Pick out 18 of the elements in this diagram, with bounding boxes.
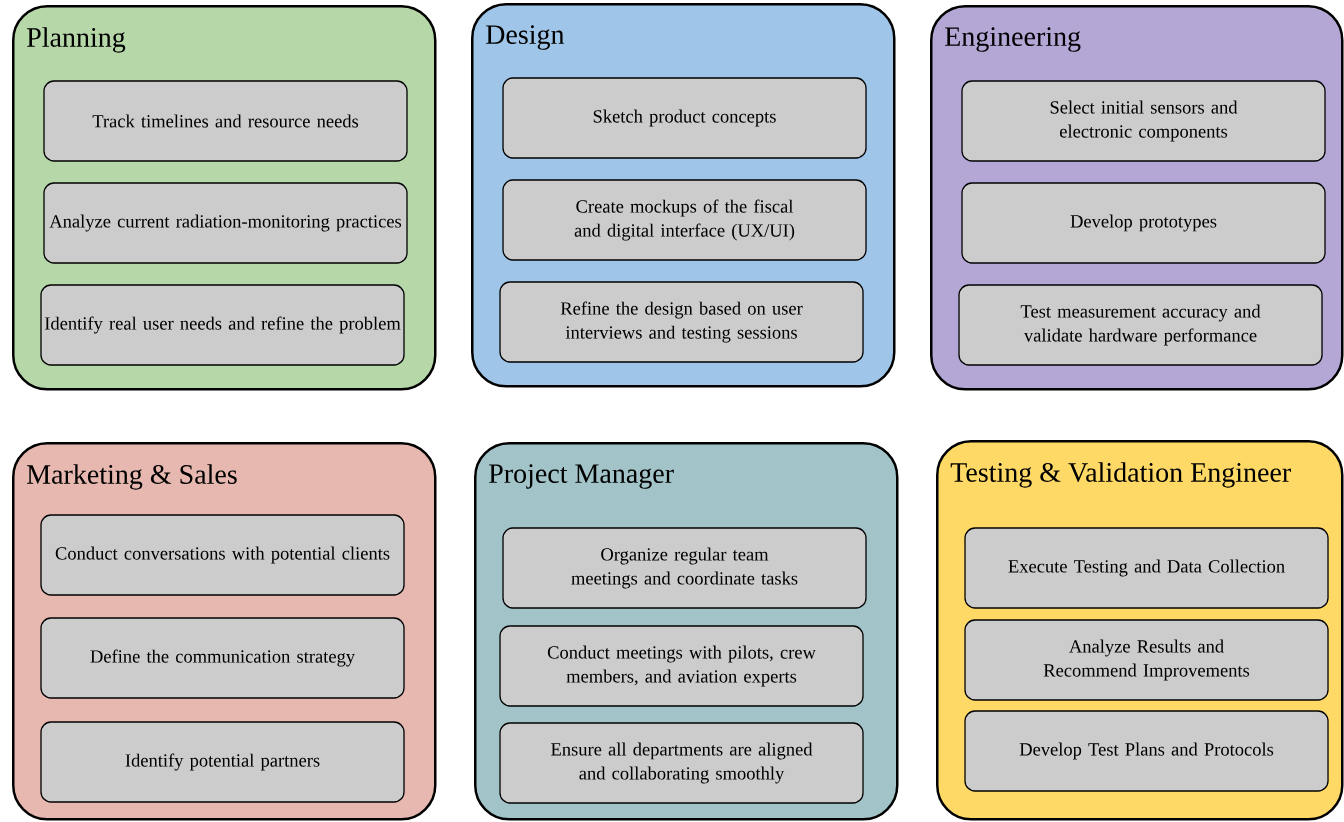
task-box: Ensure all departments are aligned and collaborating smoothly	[499, 722, 864, 804]
task-box: Identify real user needs and refine the problem	[40, 284, 405, 366]
task-box: Conduct meetings with pilots, crew members, and aviation experts	[499, 625, 864, 707]
task-box: Develop prototypes	[961, 182, 1326, 264]
task-box: Refine the design based on user interviews and testing sessions	[499, 281, 864, 363]
task-box: Analyze Results and Recommend Improvements	[964, 619, 1329, 701]
task-box: Select initial sensors and electronic components	[961, 80, 1326, 162]
task-box: Conduct conversations with potential clients	[40, 514, 405, 596]
task-box: Create mockups of the fiscal and digital interface (UX/UI)	[502, 179, 867, 261]
task-box: Execute Testing and Data Collection	[964, 527, 1329, 609]
task-box: Organize regular team meetings and coordinate tasks	[502, 527, 867, 609]
task-box: Track timelines and resource needs	[43, 80, 408, 162]
task-box: Identify potential partners	[40, 721, 405, 803]
task-box: Analyze current radiation-monitoring practices	[43, 182, 408, 264]
task-box: Develop Test Plans and Protocols	[964, 710, 1329, 792]
task-box: Sketch product concepts	[502, 77, 867, 159]
task-box: Test measurement accuracy and validate hardware performance	[958, 284, 1323, 366]
task-box: Define the communication strategy	[40, 617, 405, 699]
